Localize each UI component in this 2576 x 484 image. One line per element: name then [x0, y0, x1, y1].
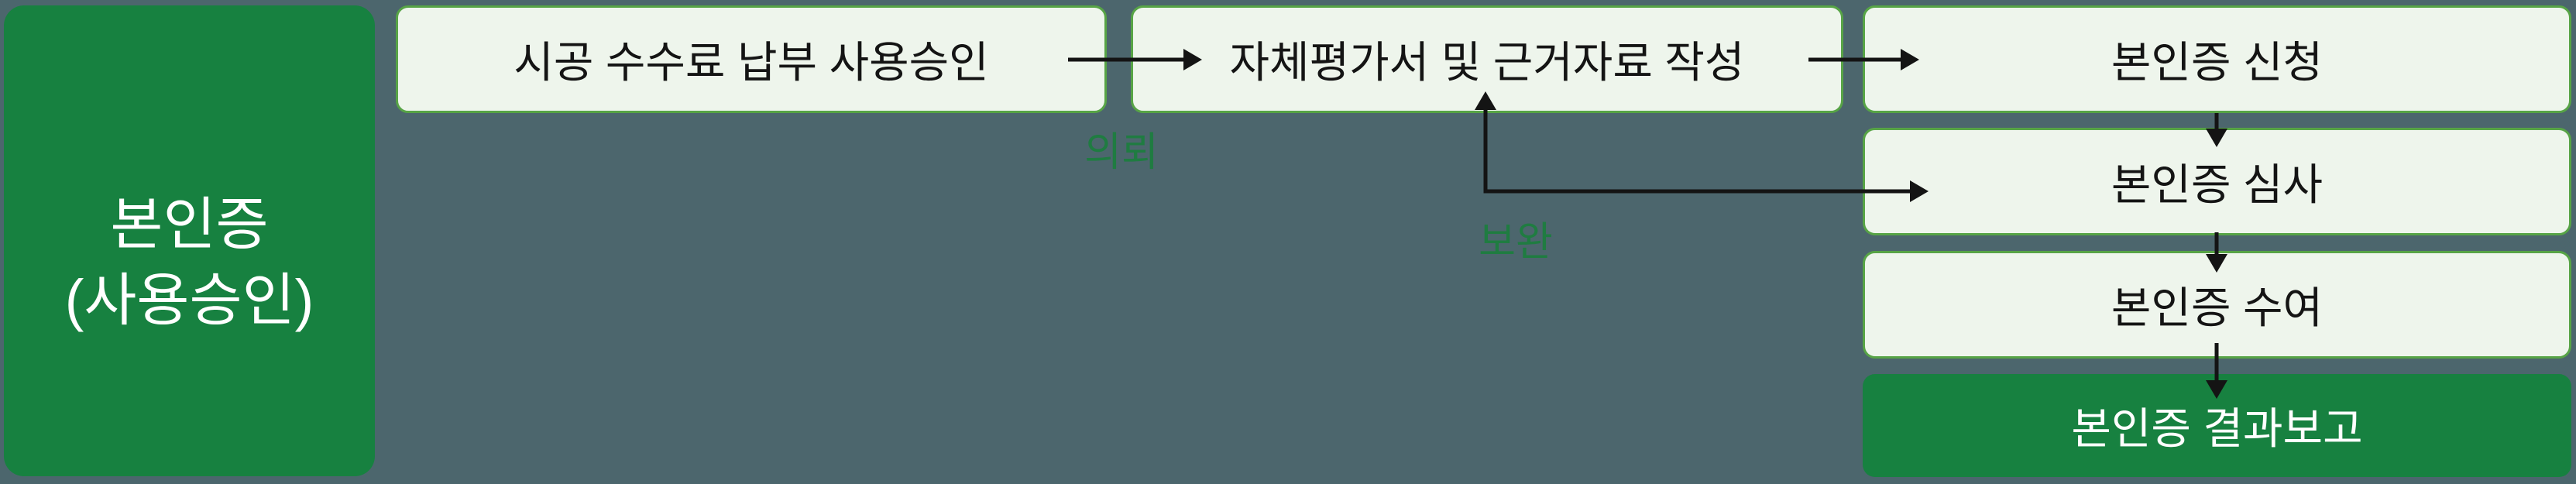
node-certification-result-report: 본인증 결과보고 [1863, 374, 2571, 477]
node-self-evaluation-docs: 자체평가서 및 근거자료 작성 [1131, 5, 1843, 113]
node-certification-review: 본인증 심사 [1863, 128, 2571, 235]
node-certification-application-label: 본인증 신청 [2111, 38, 2324, 87]
edge-label-supplement: 보완 [1479, 220, 1553, 265]
node-certification-review-label: 본인증 심사 [2111, 160, 2324, 209]
phase-block-certification: 본인증 (사용승인) [4, 5, 375, 476]
edge-label-request: 의뢰 [1084, 130, 1159, 175]
node-certification-award: 본인증 수여 [1863, 251, 2571, 359]
node-fee-payment-approval-label: 시공 수수료 납부 사용승인 [513, 38, 989, 87]
node-certification-application: 본인증 신청 [1863, 5, 2571, 113]
phase-title-line2: (사용승인) [64, 267, 314, 332]
node-certification-result-report-label: 본인증 결과보고 [2071, 404, 2363, 453]
phase-title-line1: 본인증 [110, 191, 269, 256]
node-fee-payment-approval: 시공 수수료 납부 사용승인 [396, 5, 1107, 113]
node-certification-award-label: 본인증 수여 [2111, 283, 2324, 332]
node-self-evaluation-docs-label: 자체평가서 및 근거자료 작성 [1229, 38, 1745, 87]
